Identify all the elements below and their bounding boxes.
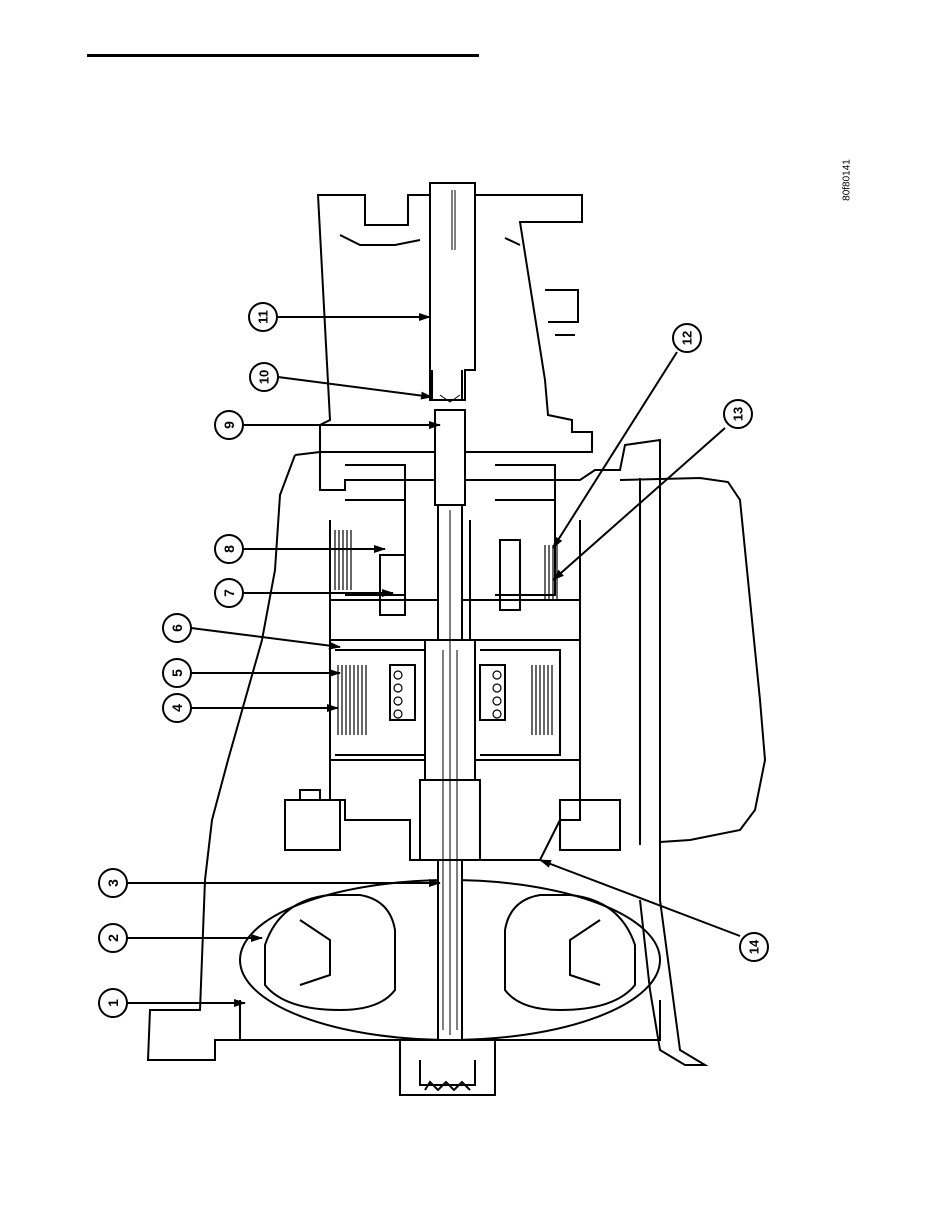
leader-13 bbox=[552, 427, 726, 581]
callout-9-label: 9 bbox=[221, 421, 237, 429]
leader-10 bbox=[277, 376, 433, 400]
callout-6-label: 6 bbox=[169, 624, 185, 632]
shaft-details bbox=[439, 190, 461, 1035]
callout-11-label: 11 bbox=[256, 310, 271, 324]
callout-10-label: 10 bbox=[257, 370, 272, 384]
callout-bubble-14: 14 bbox=[739, 932, 769, 962]
callout-4-label: 4 bbox=[169, 704, 185, 712]
callout-bubble-6: 6 bbox=[162, 613, 192, 643]
callout-13-label: 13 bbox=[731, 407, 746, 421]
leader-12 bbox=[552, 351, 678, 549]
callout-14-label: 14 bbox=[747, 939, 762, 954]
callout-12-label: 12 bbox=[680, 331, 695, 345]
callout-bubble-10: 10 bbox=[249, 362, 279, 392]
callout-7-label: 7 bbox=[221, 589, 237, 597]
callout-bubble-4: 4 bbox=[162, 693, 192, 723]
leader-6 bbox=[190, 627, 341, 650]
callout-bubble-9: 9 bbox=[214, 410, 244, 440]
callout-bubble-12: 12 bbox=[672, 323, 702, 353]
callout-bubble-11: 11 bbox=[248, 302, 278, 332]
callout-bubble-1: 1 bbox=[98, 988, 128, 1018]
housing-outline bbox=[146, 194, 767, 1096]
callout-bubble-8: 8 bbox=[214, 534, 244, 564]
callout-3-label: 3 bbox=[105, 879, 121, 887]
callout-bubble-7: 7 bbox=[214, 578, 244, 608]
callout-bubble-2: 2 bbox=[98, 923, 128, 953]
clutch-disc-stacks bbox=[334, 530, 558, 735]
leader-14 bbox=[539, 859, 741, 937]
header-rule bbox=[87, 54, 479, 57]
leader-lines bbox=[126, 313, 741, 1007]
callout-bubble-3: 3 bbox=[98, 868, 128, 898]
callout-5-label: 5 bbox=[169, 669, 185, 677]
callout-1-label: 1 bbox=[105, 999, 121, 1007]
callout-bubble-5: 5 bbox=[162, 658, 192, 688]
callout-8-label: 8 bbox=[221, 545, 237, 553]
callout-bubble-13: 13 bbox=[723, 399, 753, 429]
callout-2-label: 2 bbox=[105, 934, 121, 942]
